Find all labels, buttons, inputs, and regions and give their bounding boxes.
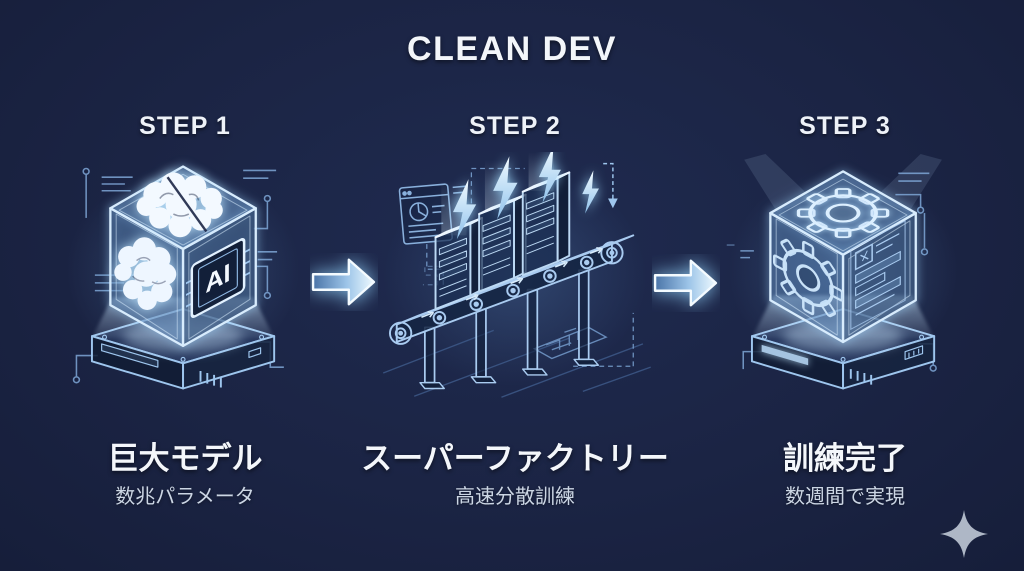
step-1-label: STEP 1 xyxy=(139,112,231,140)
step-1-subheading: 数兆パラメータ xyxy=(115,486,255,508)
ai-chip-icon: AI xyxy=(185,238,250,318)
lightning-icon-1 xyxy=(452,179,477,240)
gear-icon-left xyxy=(772,238,844,318)
brain-icon-left xyxy=(114,237,177,310)
step-3-section: STEP 3 xyxy=(695,112,995,509)
brain-icon-top xyxy=(136,172,223,238)
step-2-illustration xyxy=(373,152,657,404)
step-1-heading: 巨大モデル xyxy=(107,441,263,476)
arrow-right-icon-2 xyxy=(652,254,720,312)
gear-icon-top xyxy=(796,188,890,239)
lightning-icon-4 xyxy=(582,170,599,214)
lightning-icon-2 xyxy=(493,156,518,220)
step-1-section: STEP 1 xyxy=(35,112,335,509)
status-panel xyxy=(850,220,906,331)
sparkle-icon xyxy=(936,506,992,562)
floor-blueprint-lines xyxy=(382,329,651,398)
step-3-heading: 訓練完了 xyxy=(783,441,907,476)
conveyor-belt-icon xyxy=(389,234,635,390)
gear-cube-icon xyxy=(726,153,958,390)
step-3-illustration xyxy=(714,152,976,404)
circuit-traces xyxy=(72,167,284,384)
blueprint-sketch xyxy=(532,326,608,360)
conveyor-rollers xyxy=(389,241,624,345)
step-1-illustration: AI xyxy=(54,152,316,404)
step-2-section: STEP 2 xyxy=(352,112,678,509)
lightning-icons xyxy=(452,152,599,240)
step-3-label: STEP 3 xyxy=(799,112,891,140)
arrow-right-icon-1 xyxy=(310,253,378,311)
page-title: CLEAN DEV xyxy=(407,30,617,68)
step-3-subheading: 数週間で実現 xyxy=(785,486,905,508)
server-conveyor-icon xyxy=(382,152,651,398)
browser-window-icon xyxy=(398,183,467,245)
step-2-label: STEP 2 xyxy=(469,112,561,140)
lightning-icon-3 xyxy=(538,152,561,203)
dashed-down-arrow xyxy=(603,162,618,209)
ai-brain-cube-icon: AI xyxy=(66,165,300,390)
step-2-subheading: 高速分散訓練 xyxy=(455,486,575,508)
step-2-heading: スーパーファクトリー xyxy=(361,441,669,476)
